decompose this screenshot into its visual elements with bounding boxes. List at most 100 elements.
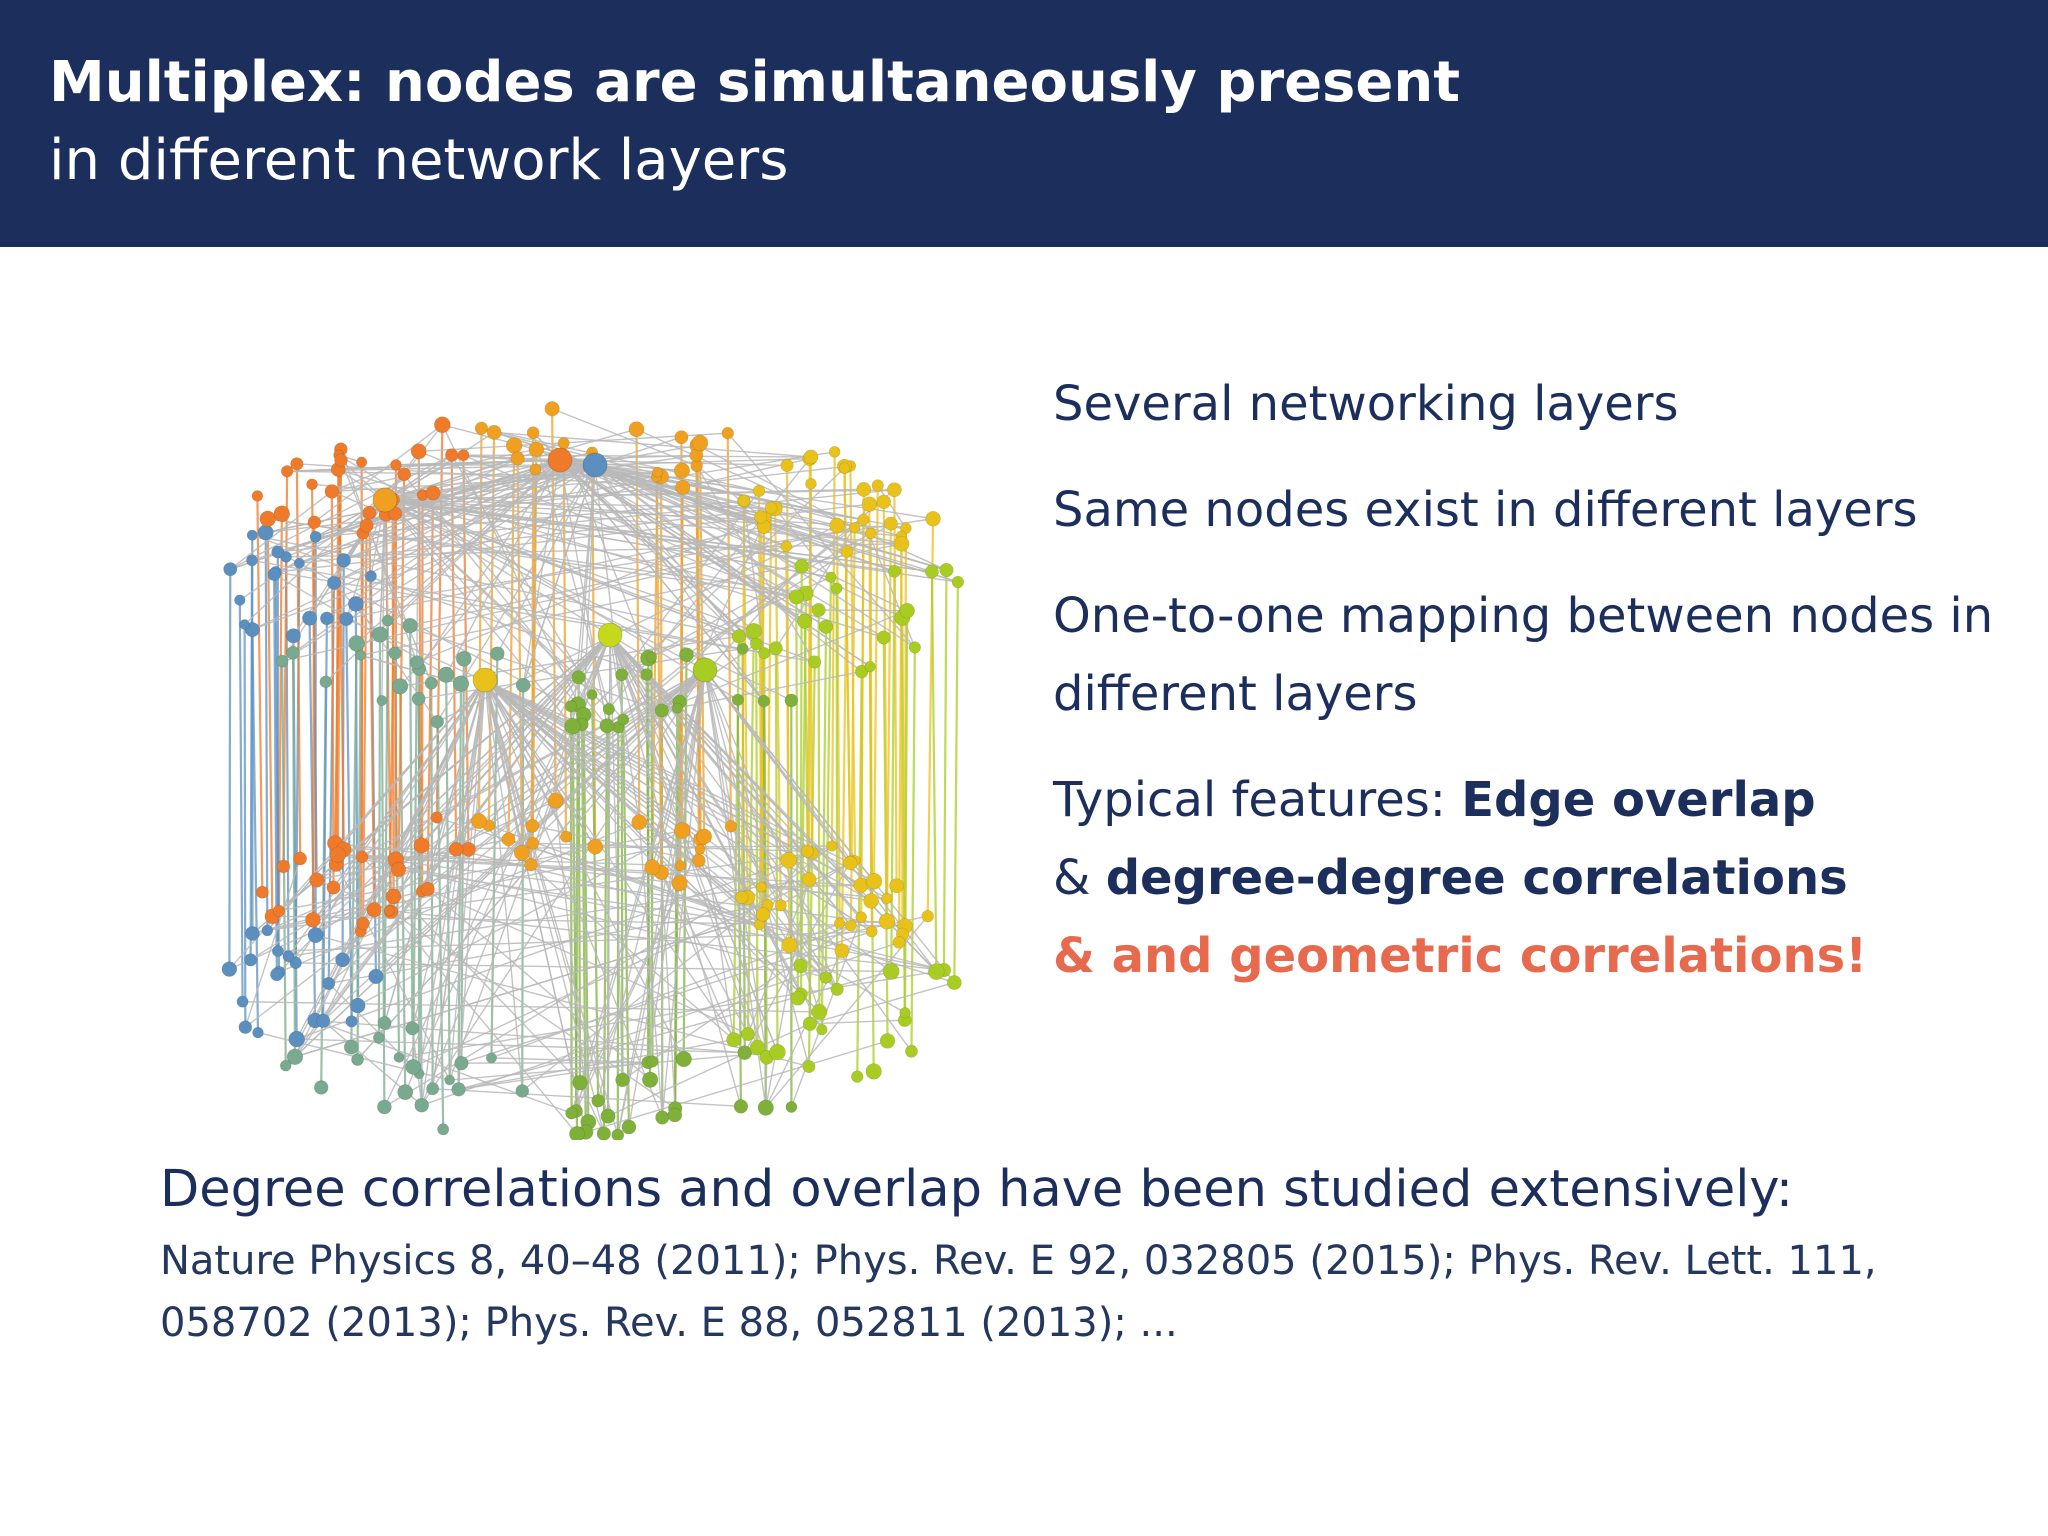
network-node [320, 611, 334, 626]
network-node [384, 905, 395, 917]
network-node [339, 611, 354, 626]
network-node [572, 1075, 588, 1091]
network-node [780, 540, 792, 553]
intra-layer-edge [774, 508, 832, 578]
intra-layer-edge [744, 500, 864, 521]
network-node [829, 517, 845, 534]
intra-layer-edge [607, 1023, 811, 1117]
network-node [319, 675, 333, 689]
network-node [324, 484, 340, 499]
hub-node [372, 487, 398, 513]
intra-layer-edge [384, 499, 797, 598]
intra-layer-edge [316, 838, 509, 881]
network-node [721, 427, 734, 440]
intra-layer-edge [276, 634, 611, 976]
network-node [645, 651, 658, 663]
network-node [390, 459, 402, 471]
intra-layer-edge [384, 454, 453, 501]
network-node [692, 853, 706, 868]
intra-layer-edge [609, 634, 802, 995]
network-node [390, 861, 407, 878]
intra-layer-edge [594, 464, 765, 702]
intra-layer-edge [322, 634, 611, 1022]
inter-layer-link [840, 551, 848, 951]
intra-layer-edge [418, 450, 819, 611]
inter-layer-link [835, 588, 839, 990]
network-node [351, 1053, 364, 1066]
intra-layer-edge [661, 610, 908, 712]
inter-layer-link [457, 683, 463, 1090]
network-node [313, 1080, 329, 1095]
network-node [368, 968, 384, 985]
network-node [876, 630, 891, 645]
network-node [834, 943, 850, 959]
intra-layer-edge [244, 858, 301, 1028]
network-node [735, 890, 749, 904]
network-node [329, 846, 346, 863]
intra-layer-edge [335, 864, 451, 1081]
network-node [547, 792, 564, 809]
inter-layer-link [436, 721, 445, 1130]
inter-layer-link [266, 518, 274, 917]
network-node [587, 838, 604, 855]
inter-layer-link [228, 569, 232, 970]
network-node [490, 646, 505, 661]
intra-layer-edge [313, 424, 443, 523]
intra-layer-edge [229, 454, 453, 570]
network-node [305, 912, 321, 928]
intra-layer-edge [286, 542, 902, 558]
intra-layer-edge [322, 669, 706, 1022]
network-node [382, 614, 394, 627]
intra-layer-edge [278, 829, 683, 912]
network-node [694, 844, 706, 855]
intra-layer-edge [451, 454, 593, 695]
network-node [343, 1039, 359, 1055]
network-node [738, 494, 751, 507]
network-node [355, 850, 369, 864]
inter-layer-link [860, 519, 865, 918]
network-node [845, 919, 857, 932]
network-node [515, 677, 531, 693]
intra-layer-edge [315, 934, 810, 1068]
intra-layer-edge [399, 464, 596, 687]
network-node [275, 654, 289, 668]
intra-layer-edge [704, 669, 768, 1058]
intra-layer-edge [384, 499, 932, 573]
intra-layer-edge [617, 830, 683, 1136]
inter-layer-link [872, 485, 879, 882]
reference-list: Nature Physics 8, 40–48 (2011); Phys. Re… [160, 1238, 1877, 1346]
intra-layer-edge [660, 872, 676, 1109]
network-node [615, 668, 629, 682]
intra-layer-edge [585, 1040, 888, 1133]
network-node [855, 911, 867, 923]
intra-layer-edge [455, 669, 706, 850]
intra-layer-edge [455, 848, 945, 971]
network-node [448, 841, 464, 857]
degree-correlations-label: degree-degree correlations [1105, 850, 1848, 906]
network-node [811, 602, 826, 618]
network-node [565, 1106, 578, 1120]
network-node [397, 1084, 414, 1101]
intra-layer-edge [436, 524, 838, 723]
network-node [731, 629, 746, 644]
intra-layer-edge [427, 888, 749, 1035]
intra-layer-edge [484, 679, 888, 900]
network-node [486, 425, 502, 440]
network-node [757, 1099, 774, 1116]
intra-layer-edge [484, 679, 851, 864]
network-node [803, 449, 819, 465]
network-node [438, 666, 455, 683]
network-node [501, 832, 516, 847]
network-node [811, 1004, 828, 1020]
network-node [671, 702, 683, 714]
hub-node [692, 657, 718, 683]
network-node [362, 505, 377, 520]
intra-layer-edge [559, 459, 933, 573]
network-node [244, 953, 258, 967]
inter-layer-link [869, 533, 873, 932]
network-node [785, 1101, 798, 1113]
network-node [768, 641, 783, 656]
network-node [350, 997, 366, 1014]
slide-subtitle: in different network layers [49, 128, 789, 193]
intra-layer-edge [651, 669, 706, 868]
